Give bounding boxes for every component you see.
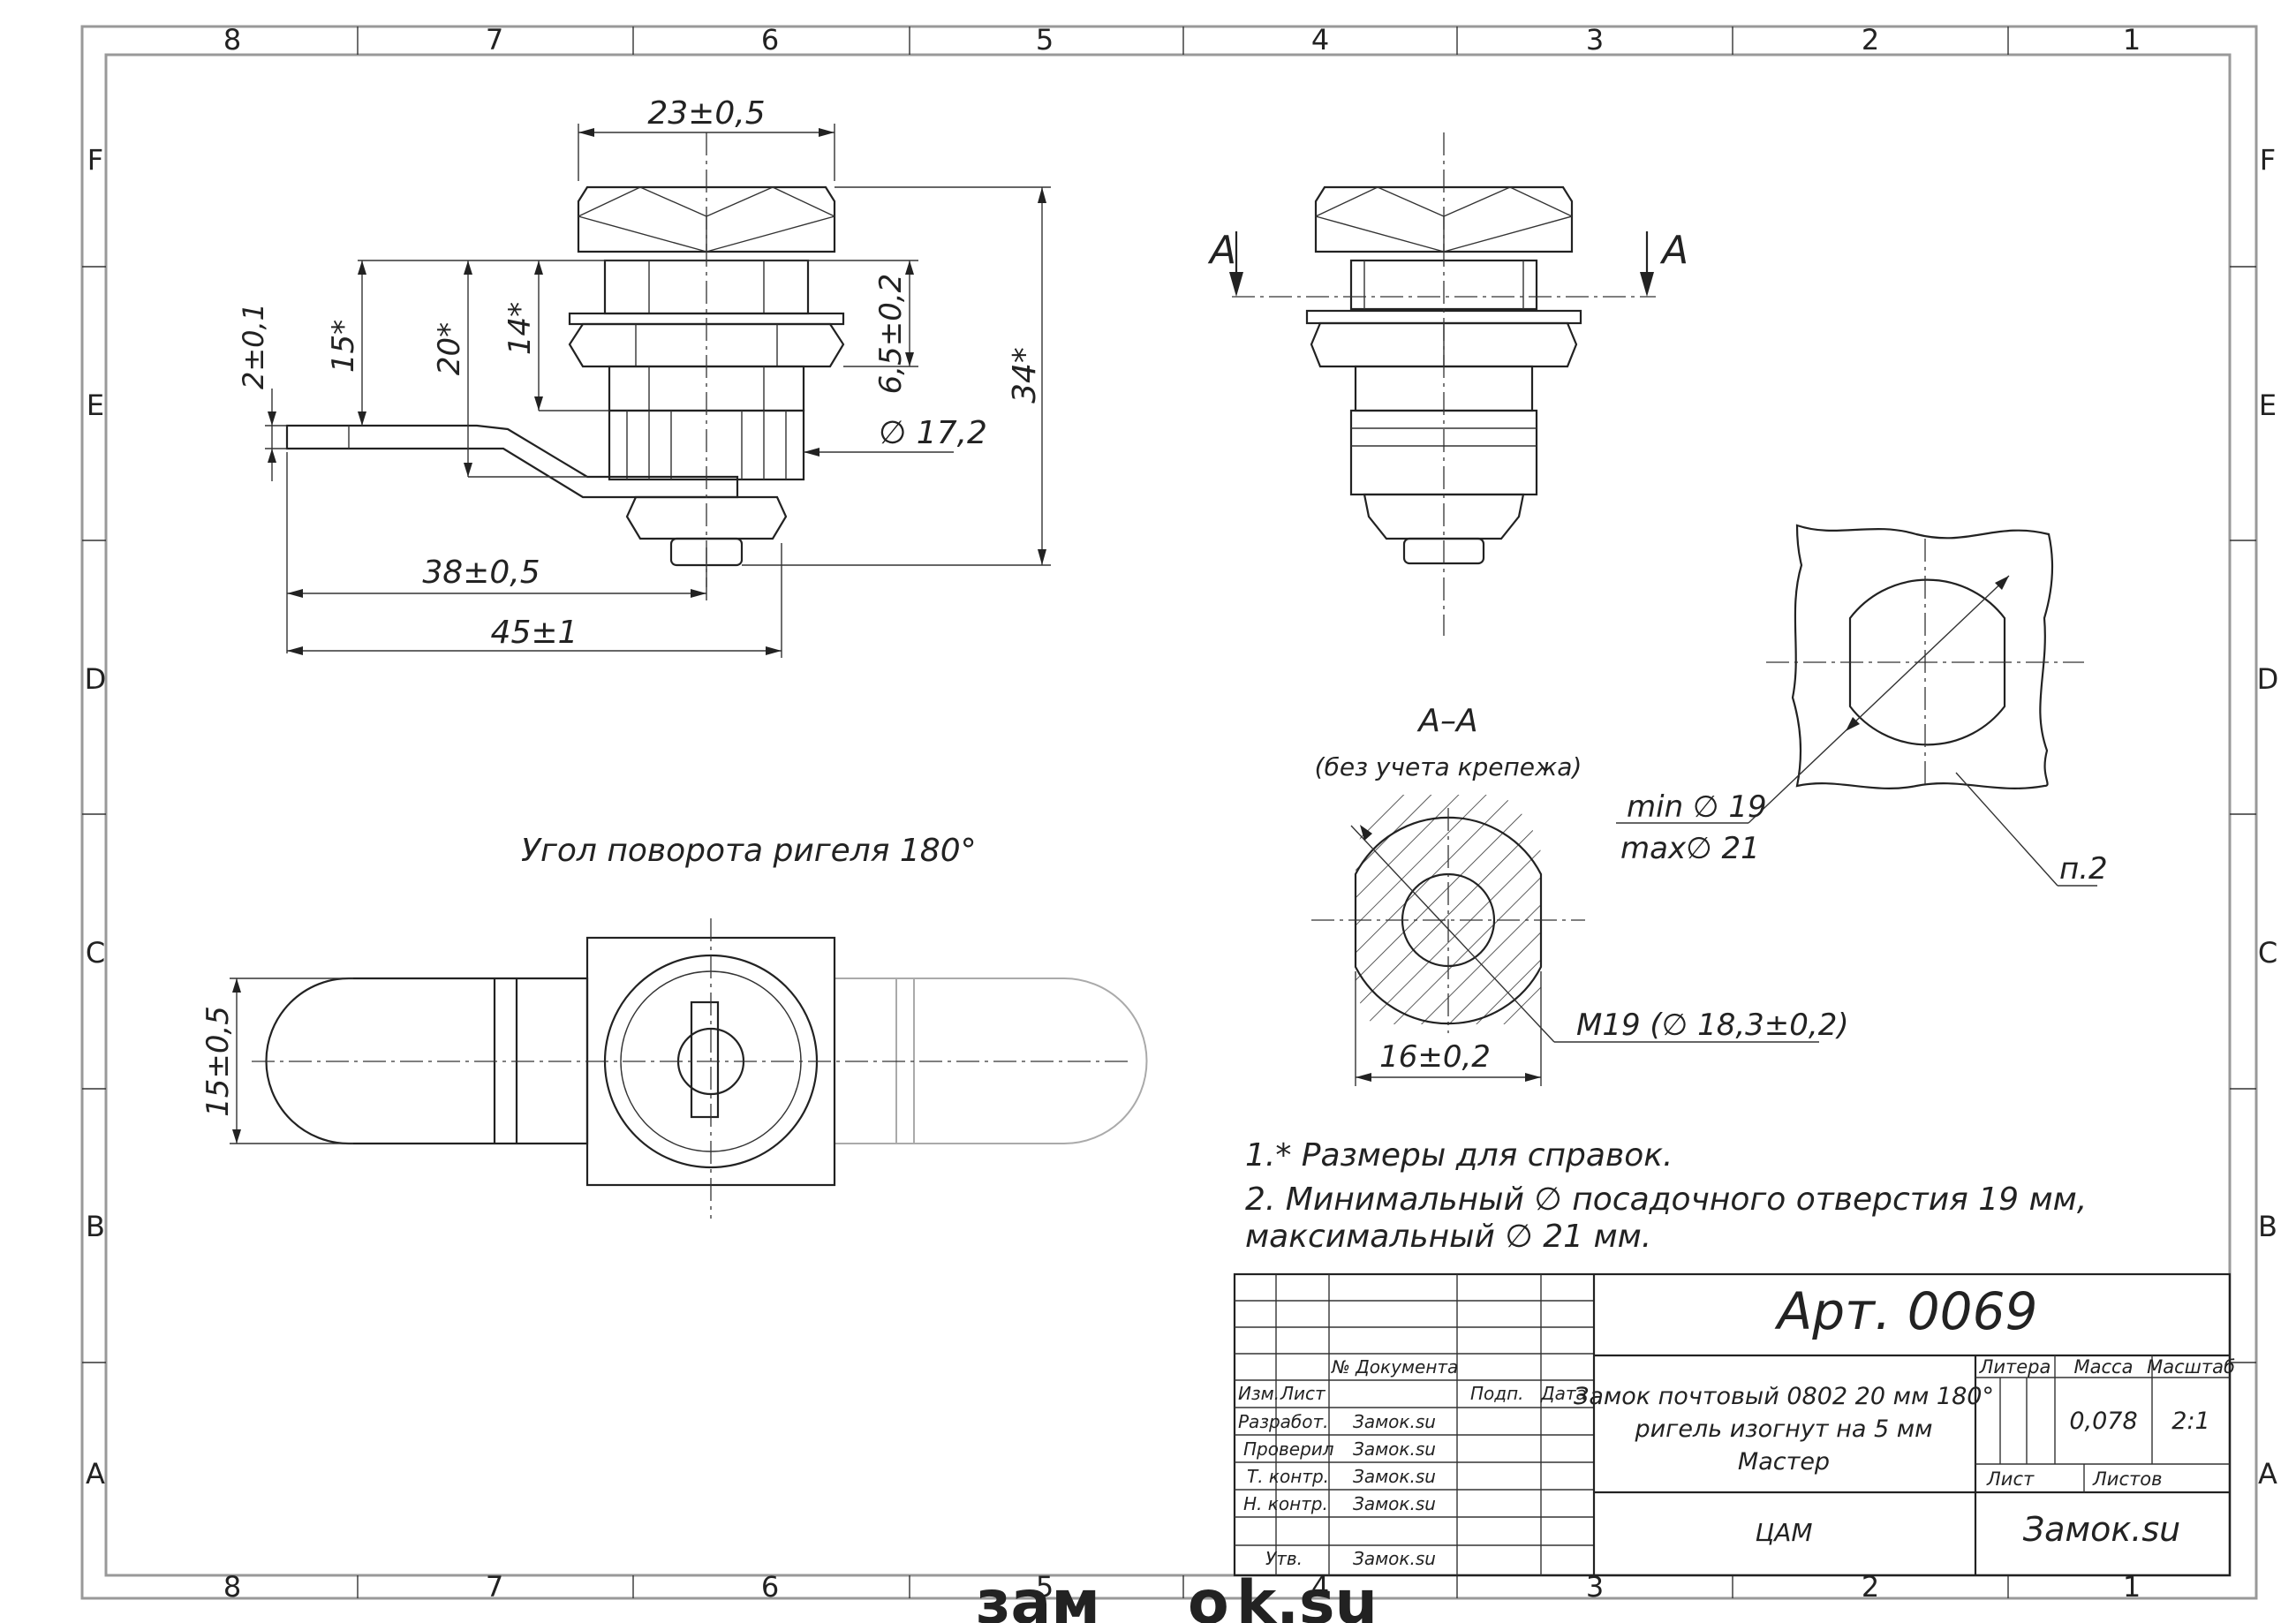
- watermark-left: зам: [976, 1568, 1100, 1623]
- side-view: A A: [1207, 132, 1688, 636]
- zone-col-4-bottom: 4: [1311, 1570, 1329, 1604]
- zone-row-D-right: D: [2257, 662, 2279, 696]
- hole-detail: min ∅ 19 max∅ 21 п.2: [1616, 524, 2108, 887]
- header-doc-no: № Документа: [1331, 1356, 1458, 1378]
- role-name-1: Замок.su: [1353, 1438, 1436, 1460]
- header-massa: Масса: [2074, 1356, 2134, 1378]
- section-title: А–А: [1416, 703, 1477, 739]
- front-view: [285, 132, 845, 587]
- dim-diameter: ∅ 17,2: [879, 415, 987, 451]
- zone-row-C-right: C: [2258, 936, 2277, 970]
- zone-col-7-top: 7: [486, 23, 503, 57]
- zone-col-2-top: 2: [1862, 23, 1879, 57]
- dim-38: 38±0,5: [422, 555, 540, 591]
- zone-row-B-right: B: [2258, 1210, 2277, 1243]
- zone-col-4-top: 4: [1311, 23, 1329, 57]
- title-block: Арт. 0069 Замок почтовый 0802 20 мм 180°…: [1233, 1272, 2235, 1577]
- header-list2: Лист: [1986, 1468, 2035, 1490]
- dim-width: 23±0,5: [647, 95, 765, 132]
- role-3: Н. контр.: [1243, 1493, 1328, 1514]
- role-4: Утв.: [1265, 1548, 1303, 1569]
- zone-row-B-left: B: [86, 1210, 105, 1243]
- dim-flat: 16±0,2: [1379, 1039, 1491, 1075]
- role-name-4: Замок.su: [1353, 1548, 1436, 1569]
- zone-row-F-right: F: [2260, 143, 2276, 177]
- zone-col-5-bottom: 5: [1036, 1570, 1054, 1604]
- header-listov: Листов: [2092, 1468, 2162, 1490]
- zone-col-8-top: 8: [223, 23, 241, 57]
- zone-col-5-top: 5: [1036, 23, 1054, 57]
- dim-bolt-offset: 2±0,1: [237, 303, 270, 389]
- dim-thread: M19 (∅ 18,3±0,2): [1576, 1008, 1849, 1043]
- dim-14: 14*: [502, 302, 538, 355]
- zone-row-A-right: A: [2258, 1457, 2277, 1491]
- role-name-2: Замок.su: [1353, 1466, 1436, 1487]
- role-name-3: Замок.su: [1353, 1493, 1436, 1514]
- zone-column-labels: 8 8 7 7 6 6 5 5 4 4 3 3 2 2 1 1: [223, 23, 2141, 1604]
- zone-row-labels: F F E E D D C C B B A A: [85, 143, 2279, 1491]
- zone-row-D-left: D: [85, 662, 107, 696]
- notes: 1.* Размеры для справок. 2. Минимальный …: [1245, 1137, 2087, 1255]
- zone-col-2-bottom: 2: [1862, 1570, 1879, 1604]
- note-3: максимальный ∅ 21 мм.: [1245, 1219, 1651, 1255]
- company-name: Замок.su: [2023, 1510, 2180, 1549]
- header-izm: Изм.: [1238, 1383, 1280, 1404]
- section-mark-right: A: [1659, 228, 1688, 273]
- zone-row-A-left: A: [86, 1457, 105, 1491]
- role-2: Т. контр.: [1247, 1466, 1329, 1487]
- zone-row-E-left: E: [87, 389, 104, 422]
- header-data: Дата: [1540, 1383, 1587, 1404]
- rotation-label: Угол поворота ригеля 180°: [521, 833, 977, 869]
- mass-value: 0,078: [2069, 1408, 2137, 1435]
- zone-row-E-right: E: [2259, 389, 2277, 422]
- watermark-logo: зам о k.su: [976, 1568, 1378, 1623]
- scale-value: 2:1: [2171, 1408, 2209, 1435]
- note-2: 2. Минимальный ∅ посадочного отверстия 1…: [1245, 1181, 2087, 1218]
- header-list: Лист: [1280, 1383, 1326, 1404]
- watermark-right: k.su: [1236, 1568, 1378, 1623]
- role-1: Проверил: [1243, 1438, 1334, 1460]
- hole-min-label: min ∅ 19: [1627, 789, 1767, 825]
- watermark-o: о: [1188, 1568, 1229, 1623]
- dim-thread-len: 6,5±0,2: [873, 274, 909, 395]
- dim-bolt-width: 15±0,5: [200, 1006, 236, 1117]
- header-litera: Литера: [1979, 1356, 2051, 1378]
- zone-dividers: [82, 26, 2256, 1598]
- description-line-2: ригель изогнут на 5 мм: [1634, 1415, 1932, 1443]
- article-number: Арт. 0069: [1774, 1281, 2038, 1341]
- zone-col-8-bottom: 8: [223, 1570, 241, 1604]
- dim-total-height: 34*: [1007, 347, 1043, 404]
- dim-20: 20*: [432, 322, 467, 375]
- zone-col-3-top: 3: [1586, 23, 1604, 57]
- section-mark-left: A: [1207, 228, 1236, 273]
- description-line-3: Мастер: [1738, 1448, 1830, 1476]
- dim-45: 45±1: [491, 615, 578, 651]
- outer-frame: [80, 25, 2258, 1600]
- zone-col-6-top: 6: [761, 23, 779, 57]
- hole-note-ref: п.2: [2059, 851, 2108, 887]
- zone-col-6-bottom: 6: [761, 1570, 779, 1604]
- zone-col-7-bottom: 7: [486, 1570, 503, 1604]
- hole-max-label: max∅ 21: [1620, 831, 1760, 866]
- zone-col-3-bottom: 3: [1586, 1570, 1604, 1604]
- top-view: Угол поворота ригеля 180° 15±0,5: [200, 833, 1148, 1219]
- dim-15: 15*: [326, 320, 361, 373]
- role-0: Разработ.: [1238, 1411, 1328, 1432]
- zone-col-1-bottom: 1: [2123, 1570, 2141, 1604]
- description-line-1: Замок почтовый 0802 20 мм 180°: [1574, 1383, 1994, 1410]
- front-view-dimensions: 23±0,5 34* 6,5±0,2 ∅ 17,2 15* 20* 14*: [237, 95, 1051, 658]
- material: ЦАМ: [1755, 1518, 1812, 1547]
- section-view: А–А (без учета крепежа) 16±0,2 M19 (∅ 18…: [1311, 703, 1849, 1086]
- zone-col-1-top: 1: [2123, 23, 2141, 57]
- role-name-0: Замок.su: [1353, 1411, 1436, 1432]
- inner-frame: [104, 53, 2232, 1577]
- header-podp: Подп.: [1470, 1383, 1524, 1404]
- note-1: 1.* Размеры для справок.: [1245, 1137, 1673, 1174]
- zone-row-F-left: F: [87, 143, 103, 177]
- section-subtitle: (без учета крепежа): [1315, 752, 1582, 781]
- zone-row-C-left: C: [86, 936, 105, 970]
- header-masshtab: Масштаб: [2147, 1356, 2235, 1378]
